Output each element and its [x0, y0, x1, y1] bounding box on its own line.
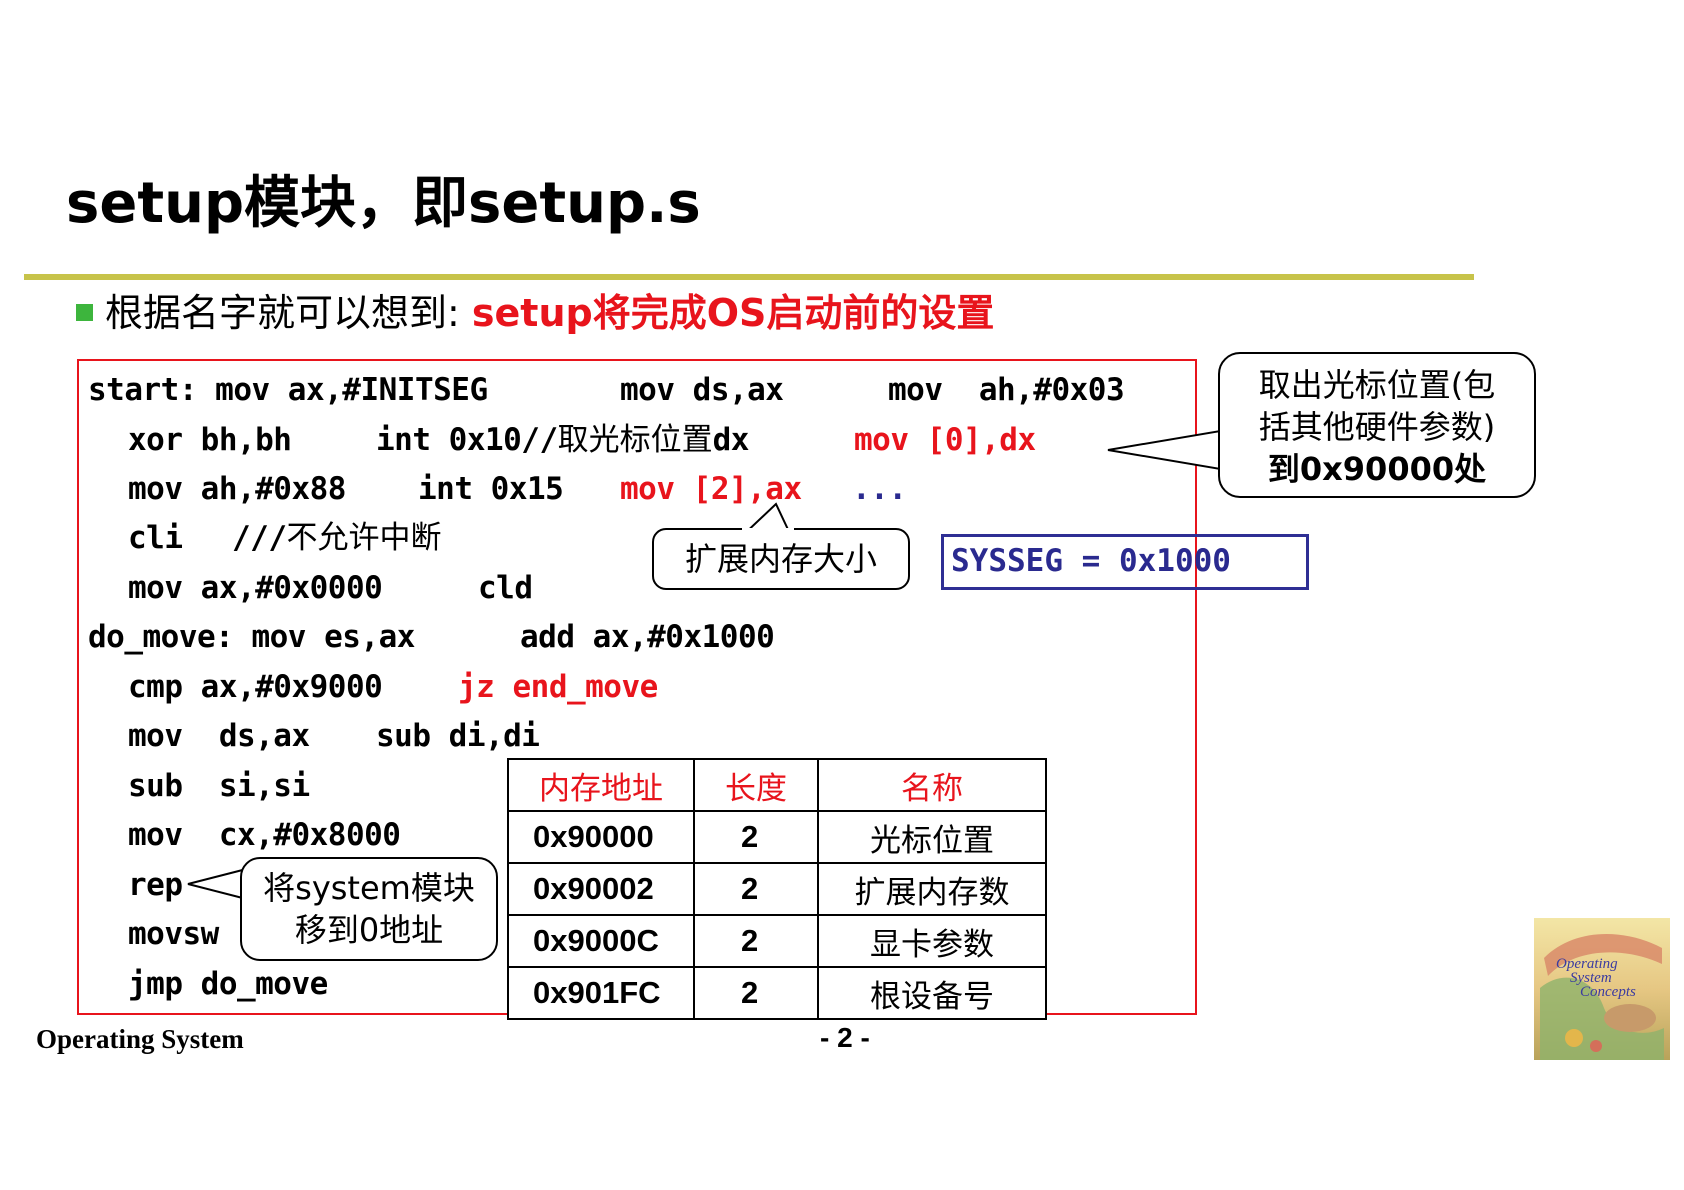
code-comment: 不允许中断: [286, 520, 442, 556]
code-line-5: mov ax,#0x0000: [128, 570, 383, 606]
cell-length: 2: [693, 966, 819, 1020]
code-line-5b: cld: [478, 570, 533, 606]
header-address: 内存地址: [507, 758, 695, 812]
code-line-2b: int 0x10//取光标位置dx: [376, 422, 749, 458]
code-text: ///: [232, 520, 287, 556]
header-length: 长度: [693, 758, 819, 812]
footer-course: Operating System: [36, 1024, 244, 1054]
page-number: - 2 -: [820, 1022, 870, 1053]
code-text: add ax,#0x1000: [520, 619, 775, 655]
code-text: mov ah,#0x03: [888, 372, 1125, 408]
code-text: xor bh,bh: [128, 422, 292, 458]
code-line-13: jmp do_move: [128, 966, 328, 1002]
code-line-3: mov ah,#0x88: [128, 471, 346, 507]
code-line-1: start: mov ax,#INITSEG: [88, 372, 488, 408]
cell-name: 显卡参数: [817, 914, 1047, 968]
code-text: int 0x15: [418, 471, 564, 507]
callout-move-line1: 将system模块: [263, 869, 475, 907]
sysseg-box: [941, 534, 1309, 590]
code-text: mov es,ax: [251, 619, 415, 655]
code-line-11: rep: [128, 867, 183, 903]
callout-ext-joint: [742, 528, 794, 532]
cell-length: 2: [693, 810, 819, 864]
callout-cursor: 取出光标位置(包 括其他硬件参数) 到0x90000处: [1218, 352, 1536, 498]
code-line-9: sub si,si: [128, 768, 310, 804]
code-line-8: mov ds,ax: [128, 718, 310, 754]
code-text: mov ds,ax: [620, 372, 784, 408]
cell-address: 0x90000: [507, 810, 695, 864]
table-header-row: 内存地址 长度 名称: [507, 758, 1047, 812]
cell-address: 0x9000C: [507, 914, 695, 968]
cell-length: 2: [693, 862, 819, 916]
book-cover-image: Operating System Concepts: [1534, 918, 1670, 1060]
code-line-3-ellipsis: ...: [852, 471, 907, 507]
table-row: 0x901FC 2 根设备号: [507, 966, 1047, 1020]
code-line-6: do_move: mov es,ax: [88, 619, 415, 655]
bullet-square-icon: [76, 304, 93, 321]
code-text: mov ah,#0x88: [128, 471, 346, 507]
code-line-8b: sub di,di: [376, 718, 540, 754]
bullet-highlight-text: setup将完成OS启动前的设置: [471, 291, 995, 335]
callout-move-line2: 移到0地址: [294, 911, 444, 949]
code-line-2-red: mov [0],dx: [854, 422, 1036, 458]
sysseg-text: SYSSEG = 0x1000: [951, 543, 1231, 579]
code-text: int 0x10//: [376, 422, 558, 458]
code-line-1b: mov ds,ax: [620, 372, 784, 408]
book-title-line3: Concepts: [1580, 984, 1636, 1000]
code-line-1c: mov ah,#0x03: [888, 372, 1125, 408]
label-do-move: do_move:: [88, 619, 234, 655]
bullet-lead-text: 根据名字就可以想到:: [105, 291, 472, 335]
code-text: sub di,di: [376, 718, 540, 754]
code-line-2: xor bh,bh: [128, 422, 292, 458]
bullet-point: 根据名字就可以想到: setup将完成OS启动前的设置: [76, 290, 994, 336]
code-line-3-red: mov [2],ax: [620, 471, 802, 507]
code-line-12: movsw: [128, 916, 219, 952]
table-row: 0x90000 2 光标位置: [507, 810, 1047, 864]
table-row: 0x9000C 2 显卡参数: [507, 914, 1047, 968]
table-row: 0x90002 2 扩展内存数: [507, 862, 1047, 916]
slide-title: setup模块，即setup.s: [66, 171, 701, 236]
dinosaur-book-icon: Operating System Concepts: [1534, 918, 1670, 1060]
book-title-line2: System: [1570, 970, 1612, 986]
cell-name: 根设备号: [817, 966, 1047, 1020]
label-start: start:: [88, 372, 197, 408]
code-text: cmp ax,#0x9000: [128, 669, 383, 705]
code-line-3b: int 0x15: [418, 471, 564, 507]
code-text: cld: [478, 570, 533, 606]
code-text: dx: [712, 422, 750, 458]
code-line-7: cmp ax,#0x9000: [128, 669, 383, 705]
code-line-4b: ///不允许中断: [232, 520, 442, 556]
callout-cursor-line3: 到0x90000处: [1267, 450, 1487, 488]
code-line-10: mov cx,#0x8000: [128, 817, 401, 853]
code-text: mov ds,ax: [128, 718, 310, 754]
cell-name: 光标位置: [817, 810, 1047, 864]
code-line-6b: add ax,#0x1000: [520, 619, 775, 655]
callout-cursor-line2: 括其他硬件参数): [1258, 408, 1496, 446]
callout-ext-mem: 扩展内存大小: [652, 528, 910, 590]
book-title-line1: Operating: [1556, 956, 1618, 972]
code-text: mov ax,#INITSEG: [215, 372, 488, 408]
title-underline: [24, 274, 1474, 280]
code-text: cli: [128, 520, 183, 556]
cell-address: 0x901FC: [507, 966, 695, 1020]
callout-cursor-line1: 取出光标位置(包: [1258, 366, 1496, 404]
code-comment: 取光标位置: [557, 422, 713, 458]
memory-table: 内存地址 长度 名称 0x90000 2 光标位置 0x90002 2 扩展内存…: [507, 758, 1047, 1020]
code-line-7-red: jz end_move: [458, 669, 658, 705]
cell-name: 扩展内存数: [817, 862, 1047, 916]
callout-move-system: 将system模块 移到0地址: [240, 857, 498, 961]
cell-address: 0x90002: [507, 862, 695, 916]
code-text: mov ax,#0x0000: [128, 570, 383, 606]
header-name: 名称: [817, 758, 1047, 812]
cell-length: 2: [693, 914, 819, 968]
code-line-4: cli: [128, 520, 183, 556]
